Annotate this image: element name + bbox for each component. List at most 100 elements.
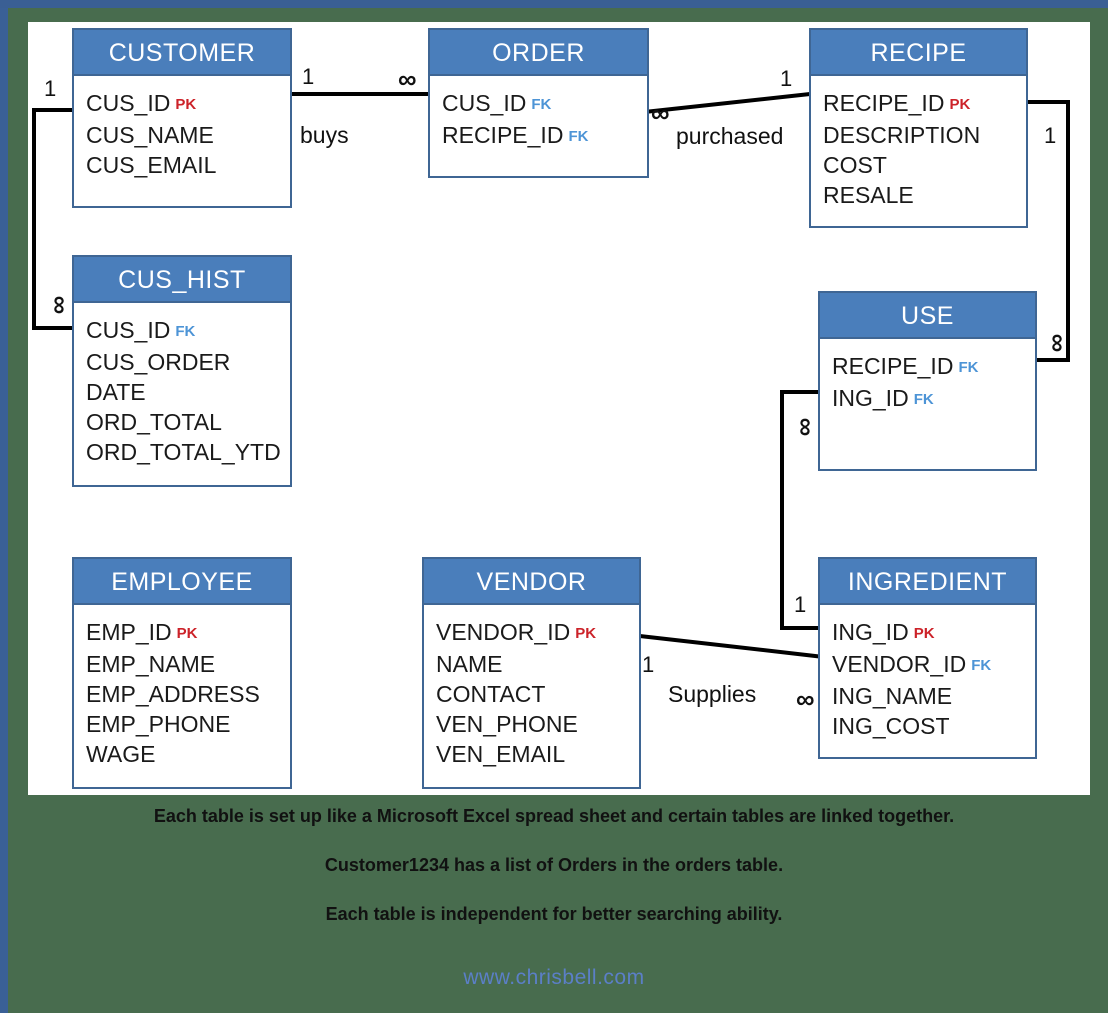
connector-use-ingredient-vert: [780, 390, 784, 630]
connector-customer-order: [290, 92, 433, 96]
attribute-label: RECIPE_ID: [442, 122, 564, 148]
attribute-label: EMP_ID: [86, 619, 172, 645]
attribute-label: VEN_PHONE: [436, 711, 578, 737]
entity-header-customer: CUSTOMER: [74, 30, 290, 76]
cardinality-customer-order-one: 1: [302, 64, 315, 89]
attribute-label: VENDOR_ID: [436, 619, 571, 645]
attribute-label: CUS_ID: [442, 90, 527, 116]
cardinality-vendor-ingredient-many: ∞: [796, 684, 815, 714]
entity-header-order: ORDER: [430, 30, 647, 76]
fk-badge: FK: [568, 128, 589, 145]
attribute-label: EMP_ADDRESS: [86, 681, 260, 707]
connector-recipe-use-top: [1028, 100, 1070, 104]
pk-badge: PK: [175, 96, 197, 113]
pk-badge: PK: [913, 625, 935, 642]
connector-use-ingredient-top: [780, 390, 824, 394]
cardinality-order-recipe-one: 1: [780, 66, 793, 91]
cardinality-customer-cushist-many: ∞: [42, 295, 73, 315]
fk-badge: FK: [971, 657, 992, 674]
attribute-label: WAGE: [86, 741, 156, 767]
attribute-row: DESCRIPTION: [823, 120, 1026, 150]
relationship-label-purchased: purchased: [676, 123, 784, 149]
attribute-label: CUS_ORDER: [86, 349, 231, 375]
attribute-row: RESALE: [823, 180, 1026, 210]
entity-header-use: USE: [820, 293, 1035, 339]
attribute-row: ORD_TOTAL_YTD: [86, 437, 290, 467]
connector-customer-cushist-top: [32, 108, 76, 112]
cardinality-use-ingredient-many: ∞: [788, 417, 819, 437]
entity-header-recipe: RECIPE: [811, 30, 1026, 76]
attribute-row: ING_COST: [832, 711, 1035, 741]
attribute-label: CUS_EMAIL: [86, 152, 217, 178]
attribute-row: CONTACT: [436, 679, 639, 709]
attribute-row: CUS_NAME: [86, 120, 290, 150]
page-top-border: [0, 0, 1108, 8]
attribute-row: EMP_NAME: [86, 649, 290, 679]
attribute-row: VEN_EMAIL: [436, 739, 639, 769]
attribute-row: ORD_TOTAL: [86, 407, 290, 437]
fk-badge: FK: [958, 359, 979, 376]
entity-header-cus-hist: CUS_HIST: [74, 257, 290, 303]
attribute-label: DATE: [86, 379, 146, 405]
attribute-row: EMP_ADDRESS: [86, 679, 290, 709]
entity-header-ingredient: INGREDIENT: [820, 559, 1035, 605]
attribute-label: ORD_TOTAL_YTD: [86, 439, 281, 465]
fk-badge: FK: [531, 96, 552, 113]
pk-badge: PK: [176, 625, 198, 642]
attribute-label: NAME: [436, 651, 503, 677]
attribute-label: RESALE: [823, 182, 914, 208]
caption-line: Each table is set up like a Microsoft Ex…: [153, 806, 955, 826]
connector-customer-cushist-bottom: [32, 326, 76, 330]
attribute-label: CUS_ID: [86, 317, 171, 343]
connector-vendor-ingredient: [639, 634, 822, 659]
attribute-label: CONTACT: [436, 681, 546, 707]
cardinality-vendor-ingredient-one: 1: [642, 652, 655, 677]
attribute-label: EMP_NAME: [86, 651, 216, 677]
relationship-label-buys: buys: [300, 122, 349, 148]
cardinality-recipe-use-many: ∞: [1040, 333, 1071, 353]
attribute-label: VENDOR_ID: [832, 651, 967, 677]
attribute-label: ING_ID: [832, 385, 909, 411]
fk-badge: FK: [175, 323, 196, 340]
cardinality-customer-cushist-one: 1: [44, 76, 57, 101]
attribute-row: ING_NAME: [832, 681, 1035, 711]
caption-line: Each table is independent for better sea…: [325, 904, 783, 924]
connector-customer-cushist-vert: [32, 108, 36, 330]
diagram-canvas: 1 ∞ 1 ∞ buys ∞ 1 purchased 1 ∞ ∞ 1 1 ∞ S…: [28, 22, 1090, 795]
attribute-row: COST: [823, 150, 1026, 180]
cardinality-recipe-use-one: 1: [1044, 123, 1057, 148]
fk-badge: FK: [913, 391, 934, 408]
attribute-label: CUS_ID: [86, 90, 171, 116]
attribute-label: CUS_NAME: [86, 122, 214, 148]
attribute-label: ING_ID: [832, 619, 909, 645]
attribute-label: COST: [823, 152, 887, 178]
caption-block: Each table is set up like a Microsoft Ex…: [0, 806, 1108, 953]
pk-badge: PK: [949, 96, 971, 113]
attribute-row: WAGE: [86, 739, 290, 769]
attribute-label: RECIPE_ID: [832, 353, 954, 379]
